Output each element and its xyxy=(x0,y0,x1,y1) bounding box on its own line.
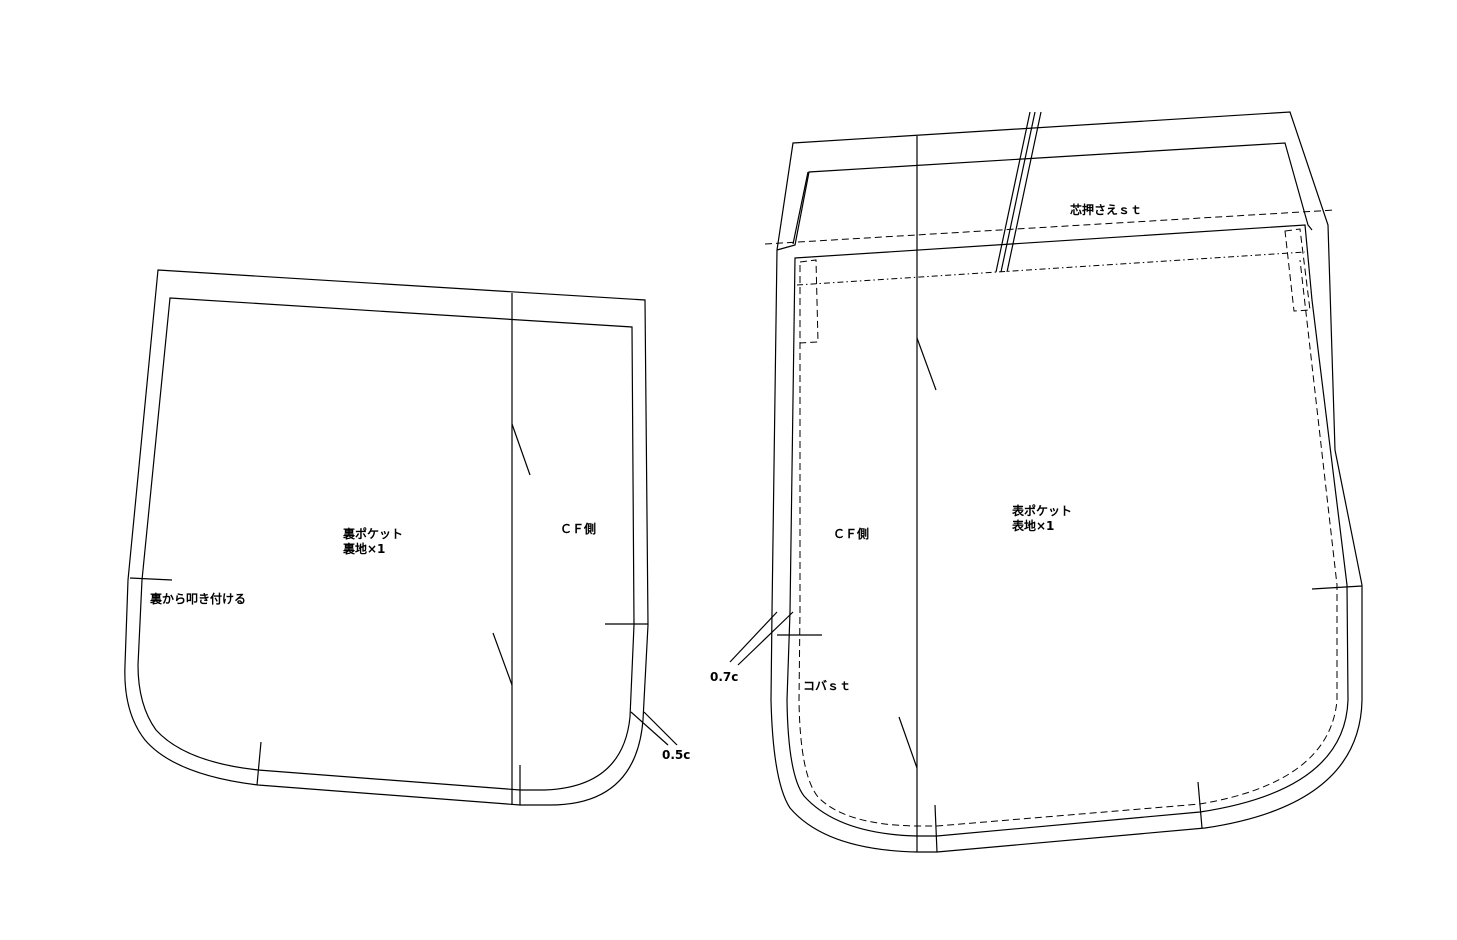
right-pocket-pattern: 表ポケット 表地×1 ＣＦ側 芯押さえｓｔ コバｓｔ 0.7c xyxy=(710,111,1363,853)
left-piece-name-line2: 裏地×1 xyxy=(342,541,385,556)
left-notch-top xyxy=(511,423,531,476)
right-flap-inner-line xyxy=(792,171,809,245)
right-seam-allowance-label: 0.7c xyxy=(710,670,738,684)
right-dashdot-line xyxy=(796,251,1306,286)
left-allowance-leader-1 xyxy=(630,711,669,746)
right-notch-right xyxy=(1311,585,1363,590)
right-edge-stitch-line xyxy=(798,259,1338,827)
left-pocket-pattern: 裏ポケット 裏地×1 ＣＦ側 裏から叩き付ける 0.5c xyxy=(124,269,690,806)
right-notch-top xyxy=(916,337,937,391)
left-inner-seam-line xyxy=(137,297,635,791)
right-loop-line-1 xyxy=(995,111,1031,273)
right-piece-name-line2: 表地×1 xyxy=(1011,518,1054,533)
left-allowance-leader-2 xyxy=(643,711,678,746)
left-cf-label: ＣＦ側 xyxy=(560,521,596,536)
right-notch-hem xyxy=(1197,781,1203,829)
left-notch-hem xyxy=(256,741,262,786)
right-interfacing-stitch-line xyxy=(764,209,1336,245)
left-seam-allowance-label: 0.5c xyxy=(662,748,690,762)
right-notch-bottom xyxy=(898,716,918,769)
right-allowance-leader-2 xyxy=(737,611,794,666)
right-piece-name-line1: 表ポケット xyxy=(1011,503,1072,518)
left-piece-name-line1: 裏ポケット xyxy=(342,526,403,541)
left-notch-side xyxy=(129,577,173,581)
right-outer-cut-line xyxy=(770,111,1363,853)
right-cf-label: ＣＦ側 xyxy=(833,526,869,541)
right-loop-line-3 xyxy=(1006,111,1042,273)
right-topstitch-note: 芯押さえｓｔ xyxy=(1070,202,1142,217)
left-outer-cut-line xyxy=(124,269,649,806)
right-loop-line-2 xyxy=(1000,111,1036,273)
left-notch-bottom xyxy=(492,632,513,686)
right-allowance-leader-1 xyxy=(729,611,778,663)
right-grain-line-2 xyxy=(934,804,938,853)
left-attach-note: 裏から叩き付ける xyxy=(149,591,246,606)
right-flap-fold-line xyxy=(776,142,1313,251)
right-corner-mark-left xyxy=(799,259,819,344)
right-seam-line xyxy=(786,224,1349,837)
right-edge-stitch-note: コバｓｔ xyxy=(803,679,851,693)
